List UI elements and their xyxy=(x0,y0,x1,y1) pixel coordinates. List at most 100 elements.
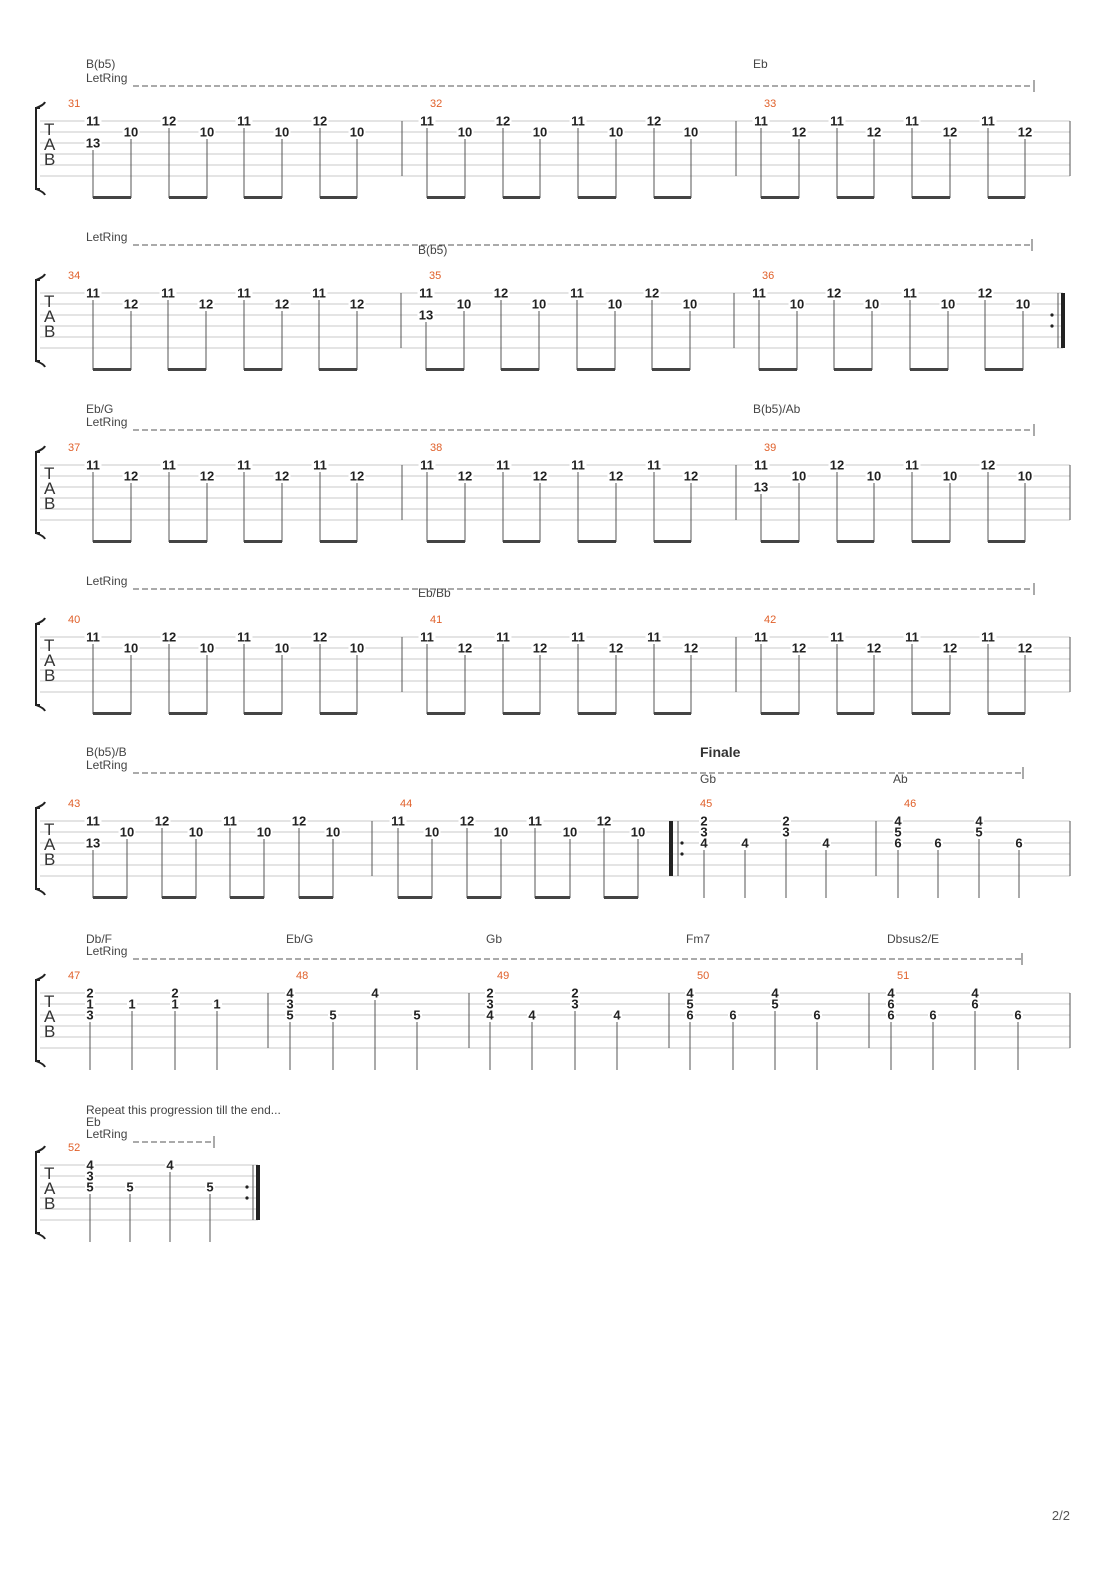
eighth-beam xyxy=(169,712,207,715)
letring-label: LetRing xyxy=(86,944,127,958)
measure-number: 34 xyxy=(68,270,80,282)
eighth-beam xyxy=(578,540,616,543)
eighth-beam xyxy=(837,196,874,199)
fret-number: 12 xyxy=(458,641,472,656)
fret-number: 3 xyxy=(86,1008,93,1023)
fret-background xyxy=(629,826,647,837)
fret-background xyxy=(492,826,510,837)
fret-number: 10 xyxy=(350,641,364,656)
fret-background xyxy=(370,987,380,998)
fret-number: 5 xyxy=(126,1180,133,1195)
letring-label: LetRing xyxy=(86,71,127,85)
fret-number: 10 xyxy=(563,825,577,840)
fret-number: 1 xyxy=(213,997,220,1012)
fret-background xyxy=(418,459,436,470)
fret-background xyxy=(198,126,216,137)
eighth-beam xyxy=(912,712,950,715)
fret-number: 10 xyxy=(790,297,804,312)
fret-number: 12 xyxy=(1018,125,1032,140)
fret-background xyxy=(84,459,102,470)
fret-number: 12 xyxy=(458,469,472,484)
fret-number: 12 xyxy=(597,814,611,829)
fret-number: 12 xyxy=(792,125,806,140)
fret-background xyxy=(170,987,180,998)
eighth-beam xyxy=(654,196,691,199)
fret-number: 4 xyxy=(887,986,895,1001)
fret-background xyxy=(568,287,586,298)
fret-background xyxy=(205,1181,215,1192)
fret-number: 12 xyxy=(533,469,547,484)
fret-background xyxy=(1014,837,1024,848)
fret-background xyxy=(235,631,253,642)
eighth-beam xyxy=(834,368,872,371)
fret-background xyxy=(526,815,544,826)
letring-label: LetRing xyxy=(86,758,127,772)
fret-background xyxy=(752,459,770,470)
tab-clef-letter: B xyxy=(44,1194,55,1213)
fret-number: 13 xyxy=(86,136,100,151)
tab-clef-letter: T xyxy=(44,1164,54,1183)
tab-clef-letter: T xyxy=(44,992,54,1011)
fret-background xyxy=(643,287,661,298)
fret-background xyxy=(828,115,846,126)
fret-number: 12 xyxy=(792,641,806,656)
chord-label: Eb xyxy=(753,57,768,71)
measure-number: 46 xyxy=(904,798,916,810)
fret-number: 11 xyxy=(237,458,251,473)
tab-clef-letter: B xyxy=(44,150,55,169)
fret-number: 11 xyxy=(830,114,844,129)
measure-number: 36 xyxy=(762,270,774,282)
repeat-dot xyxy=(245,1185,249,1189)
fret-number: 10 xyxy=(865,297,879,312)
repeat-end-thick-bar xyxy=(669,821,673,876)
fret-number: 11 xyxy=(237,286,251,301)
tab-clef-letter: B xyxy=(44,494,55,513)
fret-background xyxy=(485,987,495,998)
fret-background xyxy=(750,287,768,298)
eighth-beam xyxy=(467,896,501,899)
fret-number: 1 xyxy=(128,997,135,1012)
fret-number: 11 xyxy=(981,630,995,645)
fret-number: 11 xyxy=(571,114,585,129)
fret-background xyxy=(456,126,474,137)
fret-number: 11 xyxy=(571,630,585,645)
fret-background xyxy=(865,470,883,481)
fret-background xyxy=(417,309,435,320)
eighth-beam xyxy=(910,368,948,371)
fret-number: 6 xyxy=(934,836,941,851)
fret-number: 10 xyxy=(609,125,623,140)
fret-background xyxy=(612,1009,622,1020)
fret-number: 10 xyxy=(792,469,806,484)
fret-background xyxy=(235,287,253,298)
fret-background xyxy=(728,1009,738,1020)
measure-number: 33 xyxy=(764,98,776,110)
fret-background xyxy=(85,1181,95,1192)
eighth-beam xyxy=(577,368,615,371)
fret-background xyxy=(84,287,102,298)
fret-number: 1 xyxy=(86,997,93,1012)
fret-number: 12 xyxy=(684,469,698,484)
fret-number: 4 xyxy=(166,1158,174,1173)
system-bracket xyxy=(35,1145,46,1240)
eighth-beam xyxy=(837,540,874,543)
fret-number: 11 xyxy=(905,630,919,645)
fret-background xyxy=(311,631,329,642)
fret-background xyxy=(941,126,959,137)
fret-number: 10 xyxy=(350,125,364,140)
fret-number: 3 xyxy=(286,997,293,1012)
letring-label: LetRing xyxy=(86,1127,127,1141)
fret-background xyxy=(348,470,366,481)
fret-number: 11 xyxy=(162,458,176,473)
fret-number: 11 xyxy=(223,814,237,829)
tab-clef-letter: A xyxy=(44,135,56,154)
fret-number: 5 xyxy=(771,997,778,1012)
fret-number: 13 xyxy=(86,836,100,851)
fret-background xyxy=(607,470,625,481)
chord-label: Ab xyxy=(893,772,908,786)
fret-number: 11 xyxy=(903,286,917,301)
fret-background xyxy=(310,287,328,298)
fret-number: 6 xyxy=(729,1008,736,1023)
eighth-beam xyxy=(93,712,131,715)
fret-number: 2 xyxy=(700,814,707,829)
fret-background xyxy=(159,287,177,298)
